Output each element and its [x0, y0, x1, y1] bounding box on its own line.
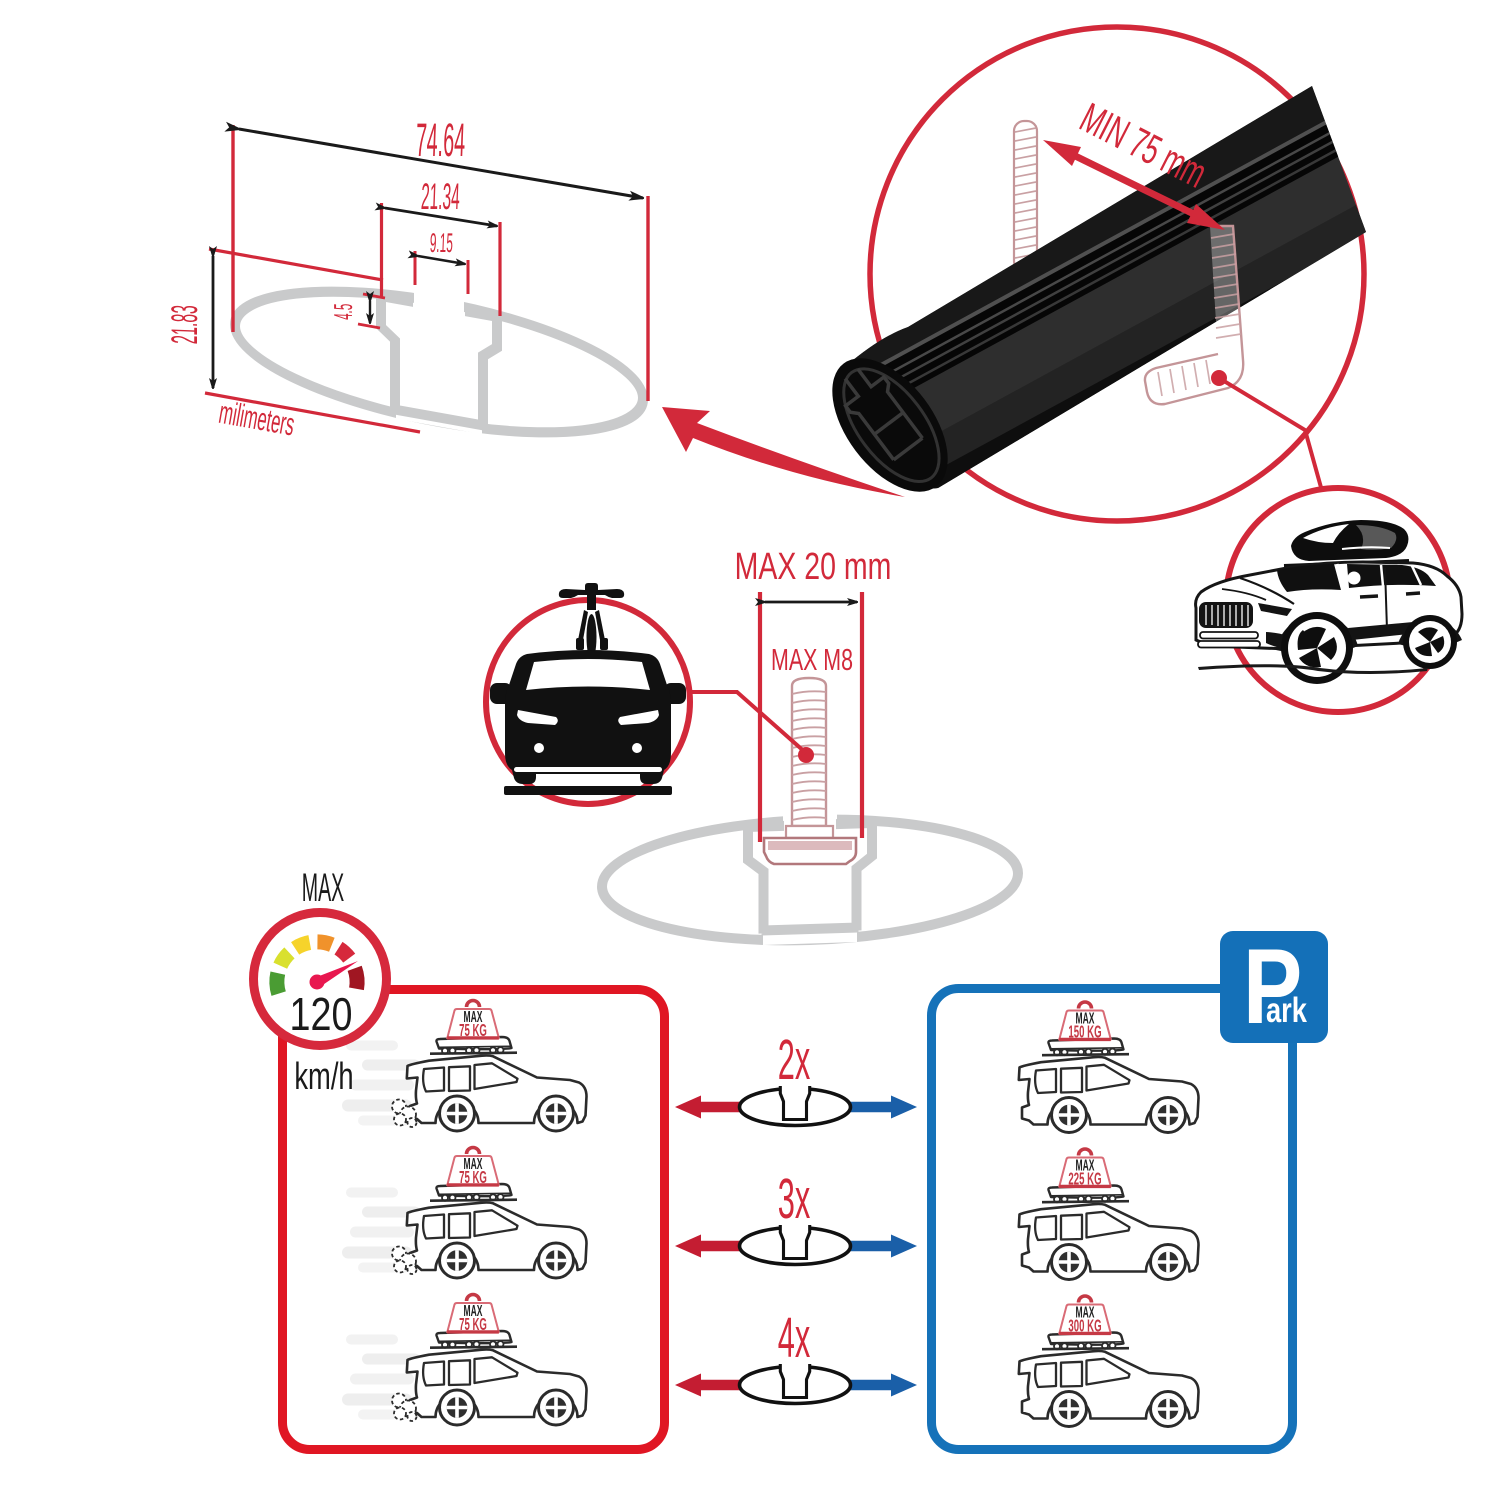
svg-text:MAX: MAX	[1076, 1010, 1095, 1027]
svg-text:4.5: 4.5	[330, 303, 358, 320]
svg-text:21.83: 21.83	[164, 304, 206, 344]
svg-text:MAX: MAX	[1076, 1304, 1095, 1321]
svg-text:ark: ark	[1266, 991, 1307, 1030]
svg-text:75 KG: 75 KG	[459, 1167, 487, 1187]
svg-text:2x: 2x	[778, 1028, 811, 1091]
svg-text:MAX: MAX	[464, 1302, 483, 1319]
svg-text:MAX: MAX	[1076, 1157, 1095, 1174]
svg-text:75 KG: 75 KG	[459, 1020, 487, 1040]
svg-text:21.34: 21.34	[420, 176, 460, 218]
svg-text:MAX M8: MAX M8	[771, 642, 853, 677]
svg-text:km/h: km/h	[294, 1056, 353, 1098]
svg-text:75 KG: 75 KG	[459, 1314, 487, 1334]
svg-text:MAX 20 mm: MAX 20 mm	[735, 546, 892, 588]
svg-text:3x: 3x	[778, 1167, 811, 1230]
svg-text:4x: 4x	[778, 1306, 811, 1369]
svg-text:MAX: MAX	[302, 864, 344, 910]
svg-text:300 KG: 300 KG	[1068, 1315, 1101, 1335]
svg-text:MAX: MAX	[464, 1155, 483, 1172]
svg-text:150 KG: 150 KG	[1068, 1021, 1101, 1041]
svg-text:P: P	[1243, 926, 1302, 1046]
svg-text:74.64: 74.64	[415, 113, 466, 166]
svg-text:120: 120	[290, 988, 353, 1039]
svg-text:225 KG: 225 KG	[1068, 1168, 1101, 1188]
svg-text:9.15: 9.15	[429, 229, 453, 259]
svg-text:MAX: MAX	[464, 1008, 483, 1025]
